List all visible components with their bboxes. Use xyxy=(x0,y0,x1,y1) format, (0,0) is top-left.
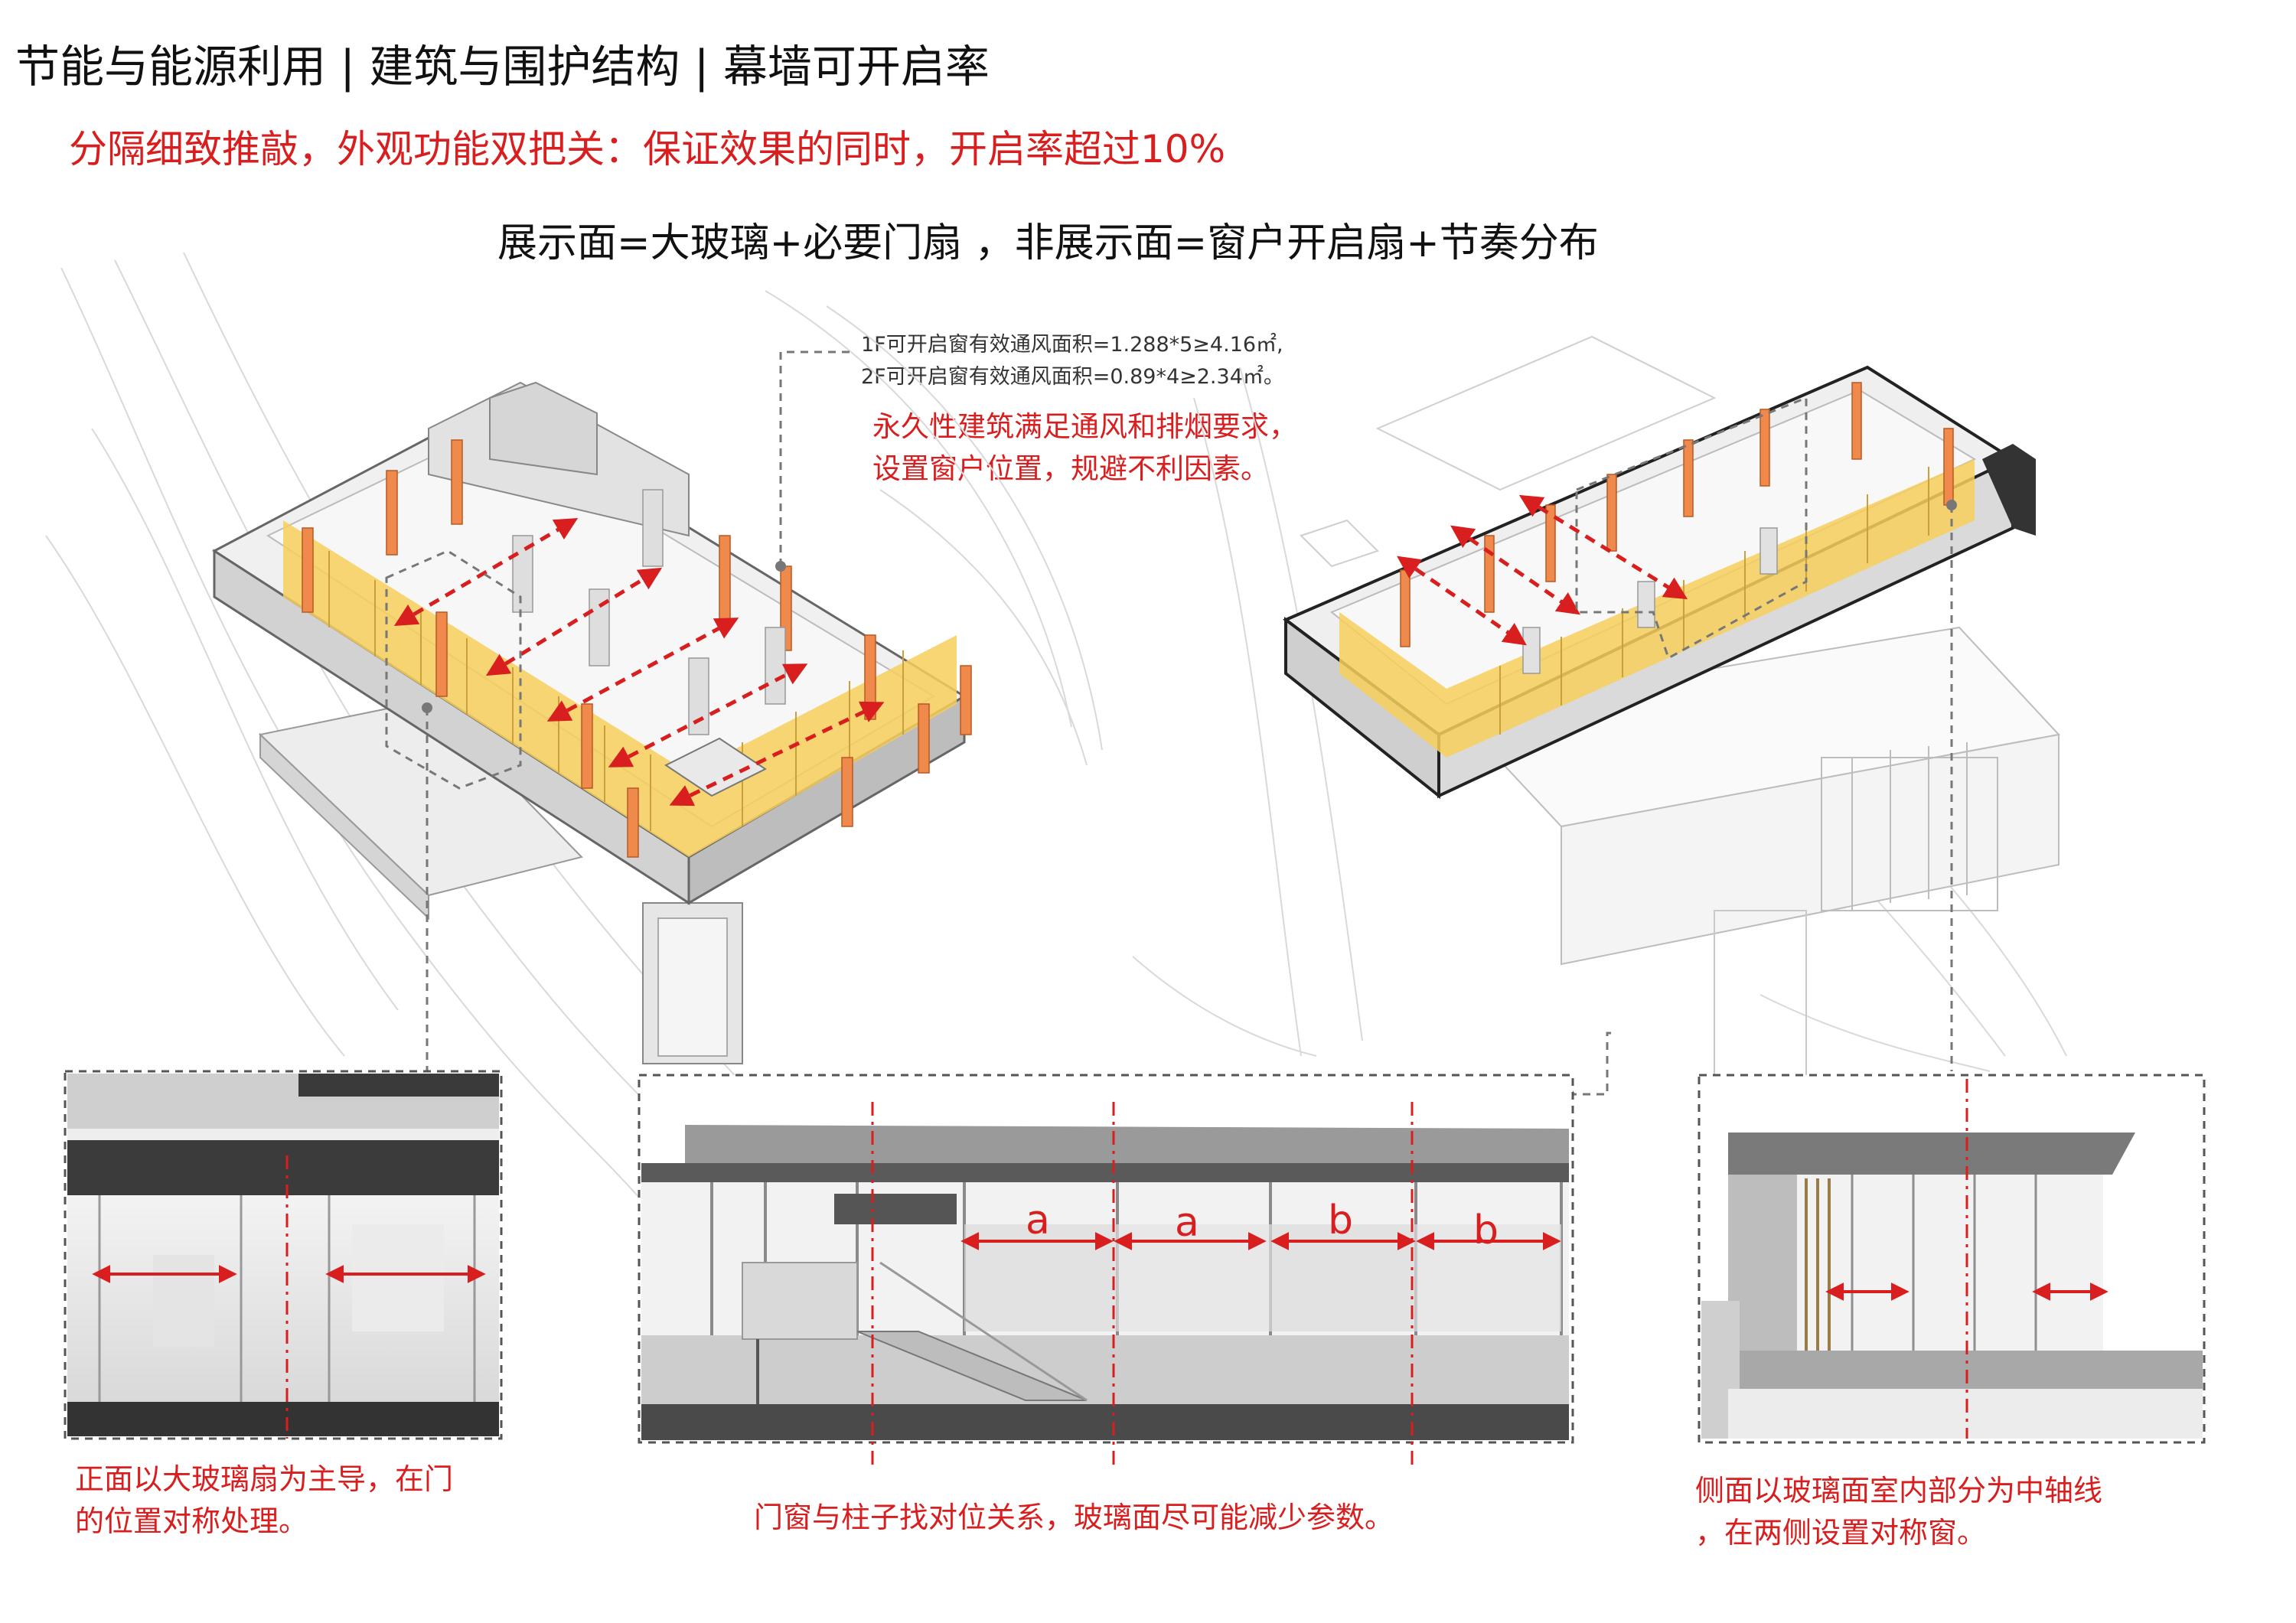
right-axonometric-model xyxy=(1283,335,2060,1087)
left-panel-caption-line2: 的位置对称处理。 xyxy=(75,1504,308,1538)
left-axonometric-model xyxy=(212,381,972,1075)
page-tagline: 展示面=大玻璃+必要门扇 ，非展示面=窗户开启扇+节奏分布 xyxy=(497,220,1599,266)
page-subtitle: 分隔细致推敲，外观功能双把关：保证效果的同时，开启率超过10% xyxy=(69,127,1226,171)
ventilation-callout-leader xyxy=(779,350,1611,1096)
right-panel-caption-line2: ，在两侧设置对称窗。 xyxy=(1695,1516,1987,1550)
left-detail-panel xyxy=(64,1070,503,1440)
bay-label-b-2: b xyxy=(1473,1207,1499,1253)
bay-label-b-1: b xyxy=(1328,1198,1353,1243)
right-detail-panel xyxy=(1698,1074,2206,1444)
window-placement-note: 设置窗户位置，规避不利因素。 xyxy=(872,452,1269,485)
middle-detail-panel: a a b b xyxy=(638,1074,1574,1469)
bay-label-a-2: a xyxy=(1175,1200,1199,1246)
right-panel-caption-line1: 侧面以玻璃面室内部分为中轴线 xyxy=(1695,1474,2103,1507)
page-title: 节能与能源利用 | 建筑与围护结构 | 幕墙可开启率 xyxy=(15,41,990,93)
bay-label-a-1: a xyxy=(1026,1198,1050,1243)
ventilation-requirement-note: 永久性建筑满足通风和排烟要求， xyxy=(872,410,1297,443)
middle-panel-caption: 门窗与柱子找对位关系，玻璃面尽可能减少参数。 xyxy=(754,1501,1394,1534)
ventilation-note-2f: 2F可开启窗有效通风面积=0.89*4≥2.34㎡。 xyxy=(861,365,1284,389)
ventilation-note-1f: 1F可开启窗有效通风面积=1.288*5≥4.16㎡, xyxy=(861,333,1283,357)
left-panel-caption-line1: 正面以大玻璃扇为主导，在门 xyxy=(75,1462,454,1496)
